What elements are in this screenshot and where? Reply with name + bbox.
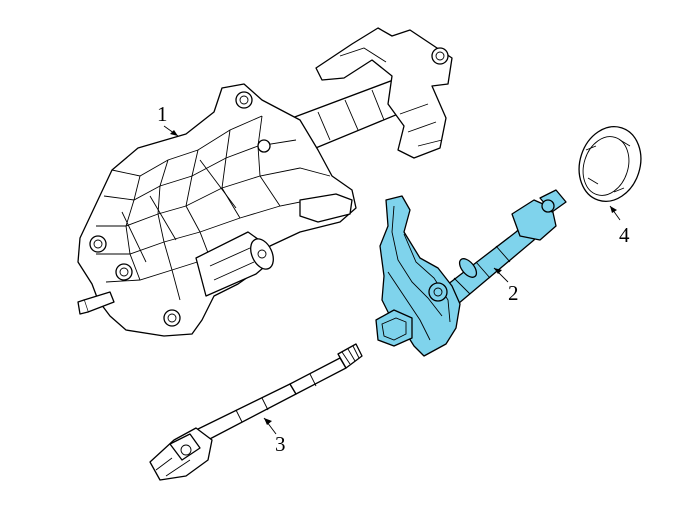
callout-label-3: 3	[275, 432, 286, 456]
part-2-highlighted-shaft	[375, 189, 567, 357]
callout-3: 3	[263, 417, 286, 456]
callout-1: 1	[157, 102, 179, 137]
part-4-seal	[578, 126, 642, 202]
callout-label-4: 4	[619, 223, 630, 247]
callout-label-1: 1	[157, 102, 168, 126]
callout-label-2: 2	[508, 281, 519, 305]
callout-2: 2	[493, 267, 519, 305]
part-1-steering-column	[77, 27, 453, 337]
callout-4: 4	[609, 205, 630, 247]
part-3-lower-shaft	[149, 343, 363, 481]
